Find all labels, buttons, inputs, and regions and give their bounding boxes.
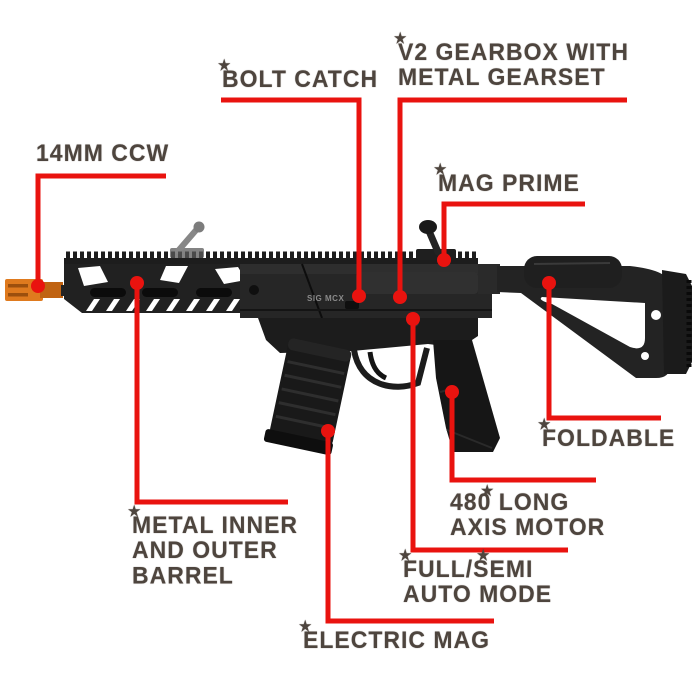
star-icon: ★ <box>299 617 312 635</box>
label-v2-gearbox-line2: METAL GEARSET <box>398 63 606 91</box>
callout-dot-metal-barrel <box>130 276 144 290</box>
star-icon: ★ <box>399 546 412 564</box>
star-icon: ★ <box>128 502 141 520</box>
star-icon: ★ <box>394 29 407 47</box>
magazine <box>263 338 352 456</box>
label-v2-gearbox-line1: V2 GEARBOX WITH <box>398 37 629 66</box>
label-480-motor: ★ 480 LONG AXIS MOTOR <box>450 483 606 541</box>
callout-dot-480-motor <box>445 385 459 399</box>
front-sight-icon <box>170 221 205 258</box>
callout-lines <box>31 97 661 624</box>
receiver-marking: SIG MCX <box>307 294 344 303</box>
star-icon: ★ <box>477 546 490 564</box>
rifle-illustration: SIG MCX <box>5 220 692 456</box>
star-icon: ★ <box>218 56 231 74</box>
callout-dot-14mm-ccw <box>31 279 45 293</box>
label-mag-prime-text: MAG PRIME <box>438 168 580 197</box>
label-metal-barrel: ★ METAL INNER AND OUTER BARREL <box>128 504 299 589</box>
charging-handle <box>416 220 456 260</box>
star-icon: ★ <box>481 481 494 499</box>
label-14mm-ccw-text: 14MM CCW <box>36 138 170 167</box>
callout-v2-gearbox <box>393 97 627 304</box>
label-metal-barrel-line1: METAL INNER <box>132 510 299 539</box>
label-full-semi-line1: FULL/SEMI <box>403 554 534 583</box>
label-metal-barrel-line3: BARREL <box>132 561 234 589</box>
callout-dot-mag-prime <box>437 253 451 267</box>
top-rail <box>64 251 478 265</box>
folding-stock <box>478 256 692 378</box>
upper-receiver: SIG MCX <box>240 263 492 319</box>
pistol-grip <box>433 340 500 452</box>
callout-metal-barrel <box>130 276 288 505</box>
label-foldable-text: FOLDABLE <box>542 423 676 452</box>
label-bolt-catch-text: BOLT CATCH <box>222 64 379 93</box>
label-electric-mag: ★ ELECTRIC MAG <box>299 619 491 654</box>
label-full-semi: ★ ★ FULL/SEMI AUTO MODE <box>399 548 553 608</box>
callout-full-semi <box>406 312 568 553</box>
callout-dot-full-semi <box>406 312 420 326</box>
label-bolt-catch: ★ BOLT CATCH <box>218 58 379 93</box>
callout-480-motor <box>445 385 596 483</box>
callout-electric-mag <box>321 424 494 624</box>
callout-bolt-catch <box>221 97 366 303</box>
callout-mag-prime <box>437 201 585 267</box>
callout-dot-v2-gearbox <box>393 290 407 304</box>
callout-foldable <box>542 276 661 421</box>
callout-dot-bolt-catch <box>352 289 366 303</box>
label-full-semi-line2: AUTO MODE <box>403 580 553 608</box>
label-14mm-ccw: 14MM CCW <box>36 140 169 165</box>
star-icon: ★ <box>434 160 447 178</box>
star-icon: ★ <box>538 415 551 433</box>
callout-dot-electric-mag <box>321 424 335 438</box>
label-mag-prime: ★ MAG PRIME <box>434 162 580 197</box>
callout-dot-foldable <box>542 276 556 290</box>
label-electric-mag-text: ELECTRIC MAG <box>303 625 491 654</box>
callout-14mm-ccw <box>31 173 166 293</box>
label-480-motor-line2: AXIS MOTOR <box>450 513 606 541</box>
label-v2-gearbox: ★ V2 GEARBOX WITH METAL GEARSET <box>394 31 629 91</box>
label-480-motor-line1: 480 LONG <box>450 487 570 516</box>
label-metal-barrel-line2: AND OUTER <box>132 536 278 564</box>
label-foldable: ★ FOLDABLE <box>538 417 676 452</box>
